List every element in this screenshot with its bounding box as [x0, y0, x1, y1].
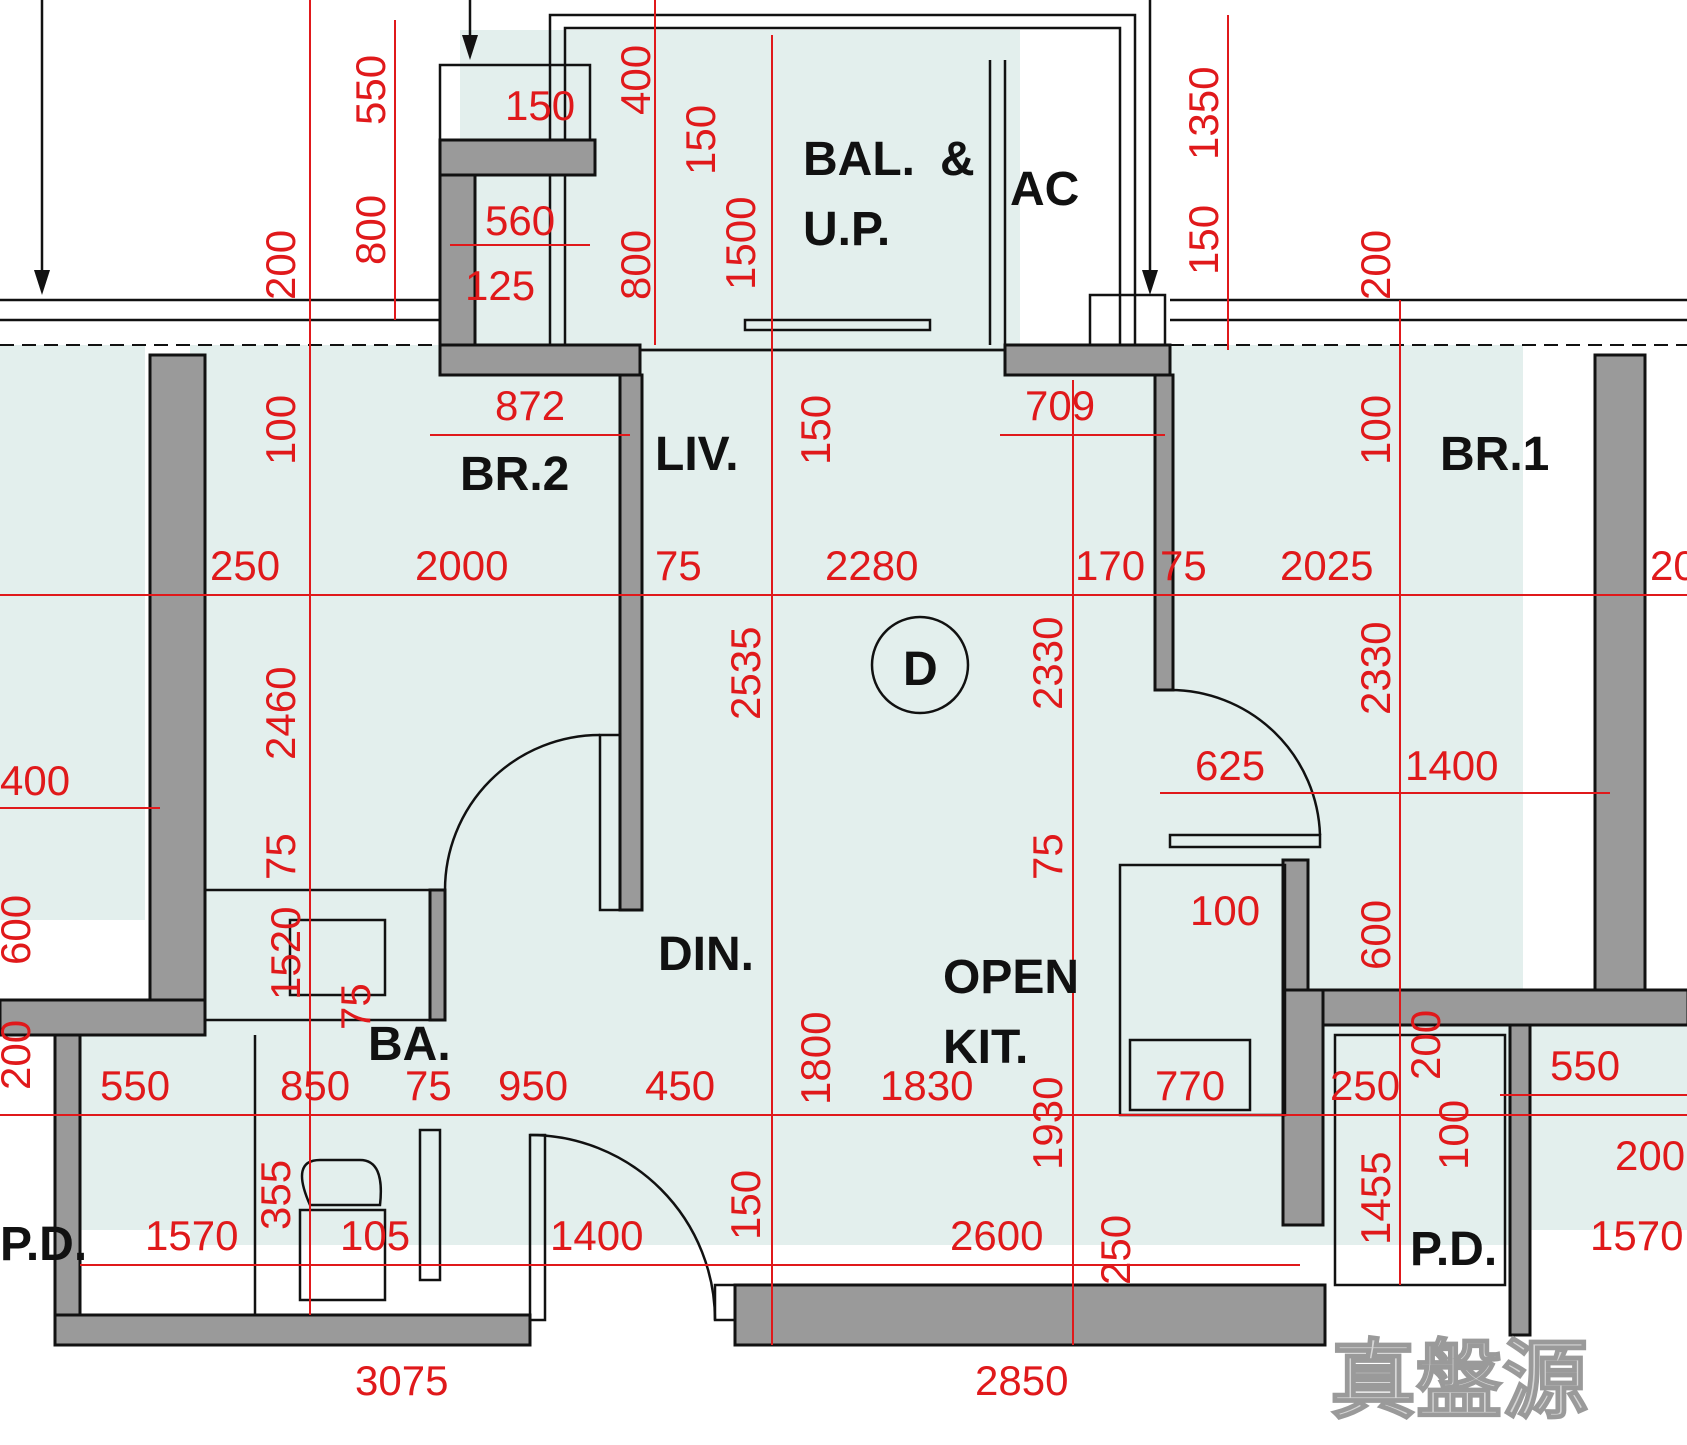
dim-text: 3075 [355, 1357, 448, 1404]
dim-text: 250 [210, 542, 280, 589]
kitchen-sink [1128, 1038, 1252, 1112]
dim-text: 170 [1075, 542, 1145, 589]
dim-text: 75 [655, 542, 702, 589]
room-label-br1: BR.1 [1440, 428, 1549, 481]
fixtures [203, 60, 1507, 1322]
flat-marker-circle [870, 615, 970, 715]
dim-text: 100 [1190, 887, 1260, 934]
room-label-up: U.P. [803, 203, 890, 256]
dim-text: 200 [0, 1020, 39, 1090]
dim-text: 2000 [415, 542, 508, 589]
dim-text: 2535 [722, 627, 769, 720]
walls [0, 138, 1687, 1347]
dim-text: 1570 [1590, 1212, 1683, 1259]
dim-text: 200 [257, 230, 304, 300]
dim-text: 1930 [1024, 1077, 1071, 1170]
room-label-ac: AC [1010, 163, 1079, 216]
dim-text: 850 [280, 1062, 350, 1109]
dim-text: 1400 [1405, 742, 1498, 789]
door-swing-br2 [443, 733, 601, 891]
room-label-balcony-amp: & [940, 133, 975, 186]
dim-text: 100 [1352, 395, 1399, 465]
dim-text: 2280 [825, 542, 918, 589]
room-label-open: OPEN [943, 951, 1079, 1004]
door-swing-br1 [1169, 688, 1322, 836]
room-label-pd-left: P.D. [0, 1218, 87, 1271]
level-arrows [34, 0, 1158, 295]
dimension-figures: 150 560 125 872 709 250 2000 75 2280 170… [0, 45, 1687, 1404]
room-label-kit: KIT. [943, 1021, 1028, 1074]
dim-text: 75 [405, 1062, 452, 1109]
dim-text: 625 [1195, 742, 1265, 789]
dim-text: 75 [257, 833, 304, 880]
dim-text: 600 [0, 895, 39, 965]
dim-text: 75 [332, 983, 379, 1030]
dim-text: 150 [1180, 205, 1227, 275]
facade-lines [0, 13, 1687, 352]
room-labels: BAL. & U.P. AC BR.2 LIV. BR.1 DIN. OPEN … [0, 133, 1549, 1276]
room-label-liv: LIV. [655, 428, 739, 481]
dim-text: 75 [1024, 833, 1071, 880]
dim-text: 125 [465, 262, 535, 309]
door-swing-entry [529, 1133, 717, 1321]
dim-text: 200 [1352, 230, 1399, 300]
dim-text: 400 [612, 45, 659, 115]
dim-text: 1400 [550, 1212, 643, 1259]
flat-marker-letter: D [903, 643, 938, 696]
dim-text: 800 [612, 230, 659, 300]
dim-text: 1570 [145, 1212, 238, 1259]
dim-text: 100 [257, 395, 304, 465]
basin [288, 918, 387, 997]
dim-text: 100 [1430, 1100, 1477, 1170]
dim-text: 250 [1330, 1062, 1400, 1109]
dim-text: 800 [347, 195, 394, 265]
dim-text: 150 [505, 82, 575, 129]
dim-text: 450 [645, 1062, 715, 1109]
room-label-din: DIN. [658, 928, 754, 981]
dim-text: 75 [1160, 542, 1207, 589]
dim-text: 2460 [257, 667, 304, 760]
dim-text: 250 [1092, 1215, 1139, 1285]
room-label-balcony: BAL. [803, 133, 915, 186]
dim-text: 872 [495, 382, 565, 429]
dim-text: 2330 [1352, 622, 1399, 715]
room-label-ba: BA. [368, 1018, 451, 1071]
dim-text: 550 [347, 55, 394, 125]
dim-text: 709 [1025, 382, 1095, 429]
dim-text: 950 [498, 1062, 568, 1109]
dim-text: 1350 [1180, 67, 1227, 160]
dim-text: 550 [1550, 1042, 1620, 1089]
dim-text: 2600 [950, 1212, 1043, 1259]
dim-text: 1830 [880, 1062, 973, 1109]
dim-text: 400 [0, 757, 70, 804]
dim-text: 200 [1402, 1010, 1449, 1080]
dim-text: 550 [100, 1062, 170, 1109]
dim-text: 2330 [1024, 617, 1071, 710]
dim-text: 1800 [792, 1012, 839, 1105]
room-label-pd-right: P.D. [1410, 1223, 1497, 1276]
room-label-br2: BR.2 [460, 448, 569, 501]
watermark: 真盤源 [1330, 1331, 1588, 1431]
toilet [298, 1158, 387, 1302]
dim-text: 560 [485, 197, 555, 244]
dim-text: 1455 [1352, 1152, 1399, 1245]
dim-text: 150 [792, 395, 839, 465]
dim-text: 770 [1155, 1062, 1225, 1109]
dimension-lines [0, 0, 1687, 1345]
dim-text: 2850 [975, 1357, 1068, 1404]
dim-text: 355 [252, 1160, 299, 1230]
dim-text: 200 [1650, 542, 1687, 589]
dim-text: 105 [340, 1212, 410, 1259]
dim-text: 150 [677, 105, 724, 175]
dim-text: 2025 [1280, 542, 1373, 589]
dim-text: 150 [722, 1170, 769, 1240]
dim-text: 1500 [717, 197, 764, 290]
dim-text: 1520 [262, 907, 309, 1000]
dim-text: 600 [1352, 900, 1399, 970]
dim-text: 200 [1615, 1132, 1685, 1179]
